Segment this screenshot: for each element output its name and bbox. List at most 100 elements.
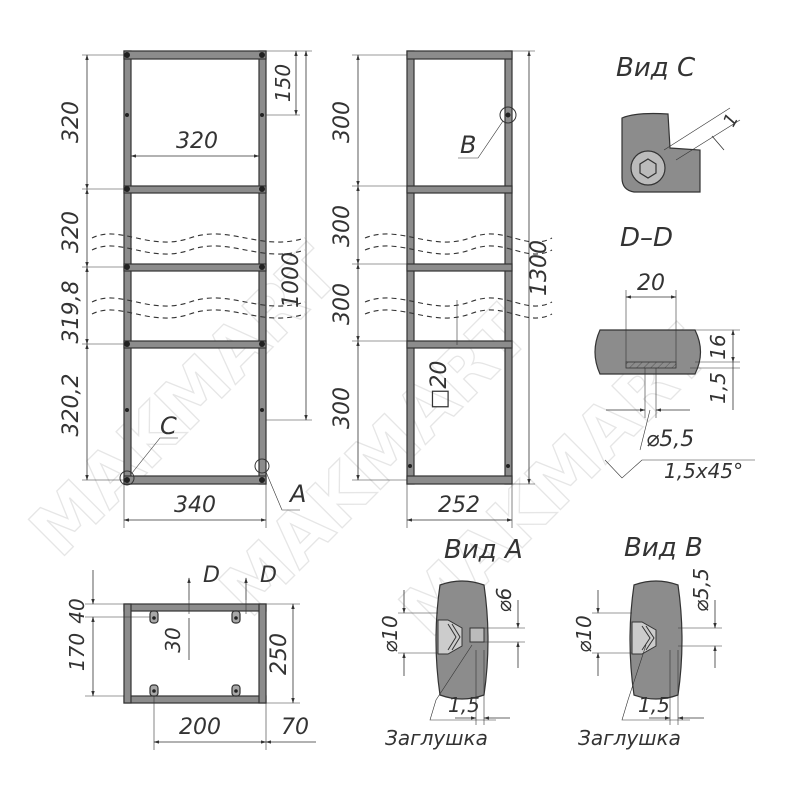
front-top-rail (123, 50, 267, 60)
callout-a-circle (254, 458, 270, 474)
view-b-dia-hole: ⌀5,5 (689, 568, 713, 612)
side-left-extensions (352, 54, 407, 481)
section-mark-d-left: D (203, 563, 220, 588)
front-height-total: 1000 (279, 252, 304, 308)
top-offset: 70 (281, 715, 309, 740)
view-b-plug (631, 621, 657, 655)
side-break-line-2 (364, 245, 553, 255)
top-dim-left-40: 40 (65, 598, 89, 623)
view-c-dim-line (711, 135, 725, 151)
section-mark-d-right: D (260, 563, 277, 588)
view-a-dia-outer: ⌀10 (378, 615, 402, 653)
view-a-title: Вид A (444, 535, 523, 565)
view-c-title: Вид C (616, 53, 696, 83)
view-b-label: Заглушка (578, 726, 681, 750)
side-break-line-1 (364, 233, 553, 243)
section-dd-plate (625, 361, 677, 369)
view-c-hole (630, 150, 666, 186)
section-dd: D–D 20 16 1,5 ⌀5,5 1,5x45° (594, 223, 755, 483)
view-c-ext-1 (663, 107, 731, 151)
front-view: 320 320 319,8 320,2 320 150 1000 340 C A (59, 50, 312, 528)
top-right-rail (258, 603, 267, 704)
side-dim-left-3: 300 (330, 283, 355, 325)
front-inner-width: 320 (176, 129, 218, 154)
view-b-dia-outer: ⌀10 (572, 615, 596, 653)
front-left-extensions (82, 54, 124, 481)
section-dd-height: 16 (706, 334, 730, 359)
view-c-hex-bolt (639, 158, 657, 179)
top-view: D D 40 170 30 250 200 70 (65, 563, 316, 750)
view-a: Вид A ⌀10 ⌀6 1,5 Заглушка (378, 535, 525, 750)
watermark: MAKMART MAKMART MAKMART (13, 230, 726, 653)
front-dim-left-1: 320 (59, 101, 84, 143)
front-break-line-3 (91, 297, 306, 307)
front-break-line-2 (91, 245, 306, 255)
side-bolts (408, 112, 511, 468)
side-height-total: 1300 (527, 240, 552, 296)
front-top-offset: 150 (271, 64, 295, 102)
callout-b-leader (458, 120, 504, 159)
side-bottom-width: 252 (438, 493, 480, 518)
view-b-thickness: 1,5 (638, 693, 670, 717)
section-dd-hole: ⌀5,5 (646, 427, 694, 452)
top-width: 200 (179, 715, 221, 740)
front-shelf-3 (123, 340, 267, 349)
view-a-thickness: 1,5 (448, 693, 480, 717)
view-a-label: Заглушка (385, 726, 488, 750)
section-dd-title: D–D (620, 223, 673, 253)
view-c-ext-2 (675, 119, 741, 161)
callout-b-label: B (460, 131, 476, 159)
front-bolts (124, 52, 265, 483)
callout-a-leader (265, 471, 300, 511)
front-shelf-2 (123, 263, 267, 272)
side-break-line-4 (364, 309, 553, 319)
side-view: 300 300 300 300 □20 B 1300 252 (330, 50, 553, 528)
callout-b-circle (499, 106, 517, 124)
section-dd-thickness: 1,5 (706, 372, 730, 404)
callout-c-circle (119, 470, 135, 486)
view-b-title: Вид B (624, 533, 703, 563)
top-left-extensions (85, 603, 150, 697)
side-shelf-3 (406, 340, 513, 349)
top-back-rail (123, 695, 267, 704)
view-c-corner (621, 112, 701, 193)
side-dim-left-1: 300 (330, 101, 355, 143)
view-c: Вид C 1 (616, 53, 743, 193)
front-bottom-width: 340 (174, 493, 216, 518)
section-dd-width: 20 (637, 271, 665, 296)
section-dd-chamfer-leader (604, 459, 755, 479)
side-dim-left-4: 300 (330, 387, 355, 429)
front-bottom-rail (123, 475, 267, 485)
side-dim-left-2: 300 (330, 205, 355, 247)
view-a-plug (437, 619, 463, 655)
callout-c-leader (131, 437, 178, 474)
side-shelf-2 (406, 263, 513, 272)
callout-a-label: A (288, 480, 306, 508)
callout-c-label: C (160, 412, 177, 440)
front-break-line-4 (91, 309, 306, 319)
side-profile-note: □20 (427, 361, 452, 410)
top-depth: 250 (267, 633, 292, 675)
top-dim-inner-30: 30 (161, 627, 185, 652)
top-dim-left-170: 170 (65, 633, 89, 671)
side-shelf-1 (406, 185, 513, 194)
view-b-plug-leader (621, 644, 690, 721)
top-brackets (149, 610, 241, 697)
view-a-hole-plate (469, 627, 485, 643)
side-top-rail (406, 50, 513, 60)
front-shelf-1 (123, 185, 267, 194)
top-left-rail (123, 603, 132, 704)
top-front-rail (123, 603, 267, 612)
side-bottom-rail (406, 475, 513, 485)
front-dim-left-3: 319,8 (59, 281, 84, 344)
section-dd-chamfer: 1,5x45° (664, 459, 743, 483)
front-dim-left-4: 320,2 (59, 374, 84, 437)
side-break-line-3 (364, 297, 553, 307)
view-c-dim: 1 (719, 110, 743, 130)
front-dim-left-2: 320 (59, 211, 84, 253)
view-b: Вид B ⌀10 ⌀5,5 1,5 Заглушка (572, 533, 722, 750)
view-a-dia-hole: ⌀6 (492, 588, 516, 613)
front-break-line-1 (91, 233, 306, 243)
view-a-plug-leader (429, 644, 496, 721)
